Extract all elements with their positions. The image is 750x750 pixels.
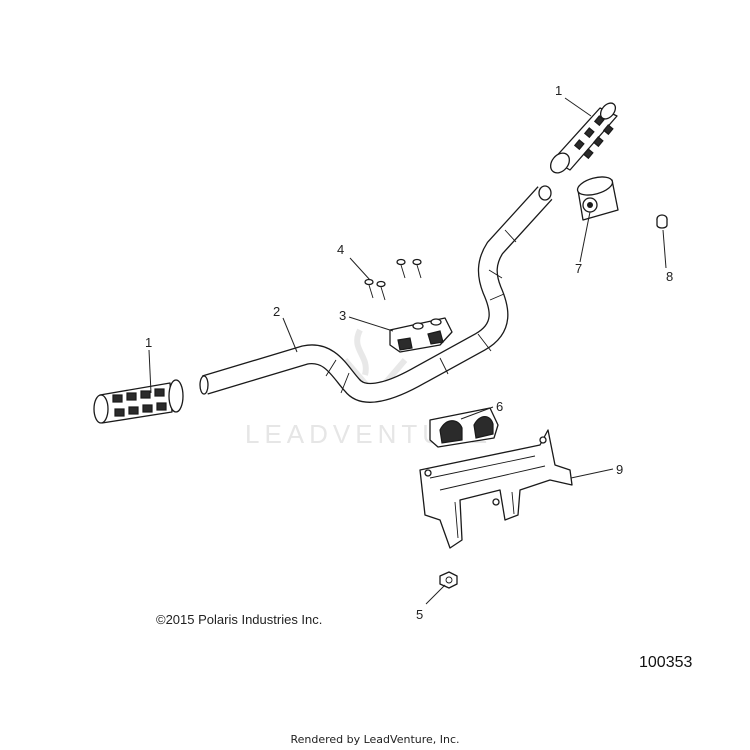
leader-lines [148, 97, 667, 605]
callout-bracket: 9 [616, 462, 623, 477]
bracket [419, 429, 573, 549]
handlebar [199, 185, 553, 403]
drawing-number: 100353 [639, 654, 693, 671]
footer-credit: Rendered by LeadVenture, Inc. [290, 733, 460, 746]
plug [656, 214, 668, 229]
callout-grip-right: 1 [555, 83, 562, 98]
bolts [364, 258, 422, 301]
throttle-housing [576, 176, 619, 221]
callout-plug: 8 [666, 269, 673, 284]
callout-lower-clamp: 6 [496, 399, 503, 414]
lower-clamp [429, 407, 499, 448]
grip-right [549, 102, 618, 174]
grip-left [93, 379, 184, 424]
callout-bolts: 4 [337, 242, 344, 257]
nut [439, 571, 458, 589]
callout-upper-clamp: 3 [339, 308, 346, 323]
copyright-text: ©2015 Polaris Industries Inc. [156, 612, 323, 627]
callout-nut: 5 [416, 607, 423, 622]
callout-handlebar: 2 [273, 304, 280, 319]
upper-clamp [389, 317, 453, 353]
callout-grip-left: 1 [145, 335, 152, 350]
callout-throttle-housing: 7 [575, 261, 582, 276]
